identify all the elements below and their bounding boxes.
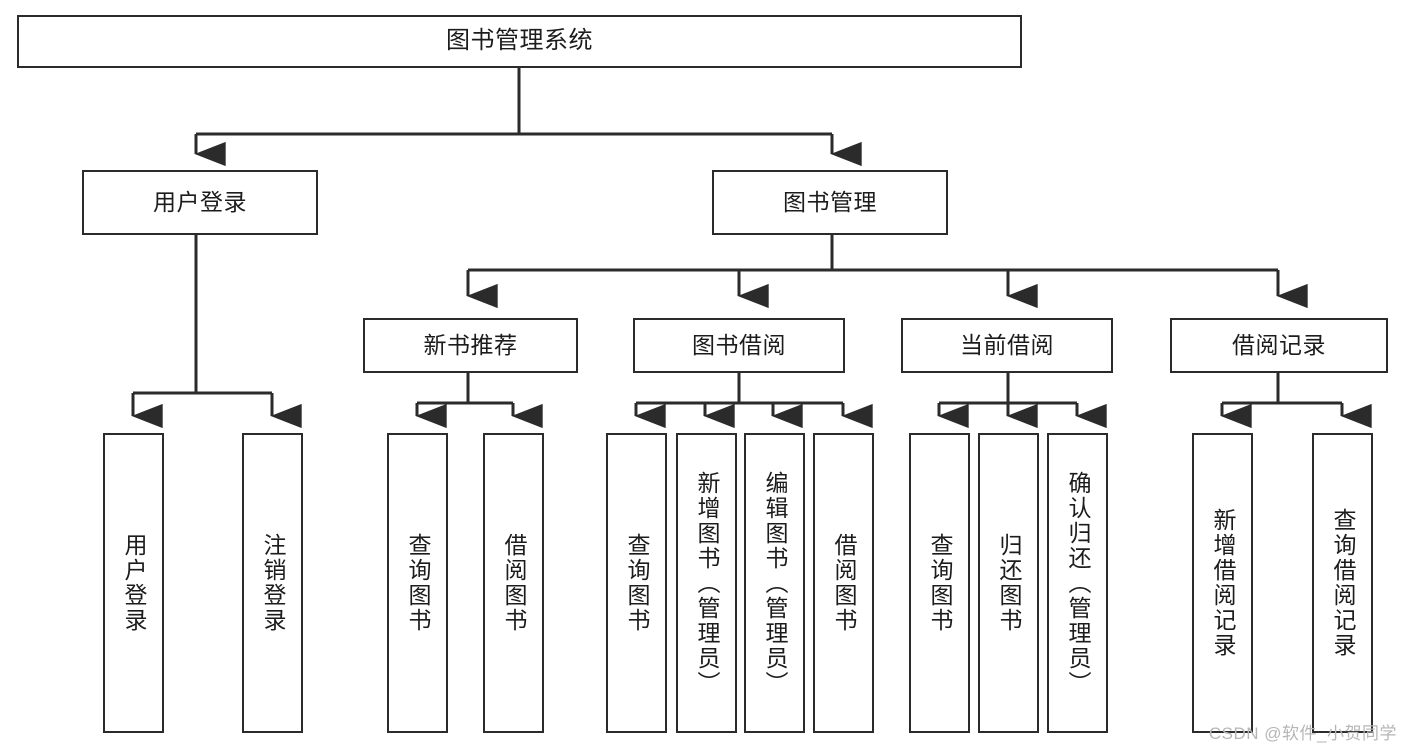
node-borrow-record[interactable]: 借阅记录 bbox=[1170, 318, 1388, 373]
node-label: 确认归还（管理员） bbox=[1065, 470, 1091, 696]
node-label: 借阅图书 bbox=[501, 533, 527, 633]
node-root-system[interactable]: 图书管理系统 bbox=[17, 15, 1022, 68]
node-user-login[interactable]: 用户登录 bbox=[82, 170, 318, 235]
node-label: 查询借阅记录 bbox=[1330, 508, 1356, 658]
node-label: 用户登录 bbox=[153, 188, 247, 215]
node-label: 当前借阅 bbox=[960, 331, 1054, 358]
leaf-user-login-logout[interactable]: 注销登录 bbox=[242, 433, 303, 733]
node-label: 图书管理 bbox=[783, 188, 877, 215]
node-book-borrow[interactable]: 图书借阅 bbox=[633, 318, 845, 373]
node-current-borrow[interactable]: 当前借阅 bbox=[901, 318, 1113, 373]
node-label: 编辑图书（管理员） bbox=[762, 470, 788, 696]
leaf-book-borrow-add[interactable]: 新增图书（管理员） bbox=[676, 433, 737, 733]
node-book-management[interactable]: 图书管理 bbox=[712, 170, 948, 235]
leaf-book-borrow-lend[interactable]: 借阅图书 bbox=[813, 433, 874, 733]
leaf-current-borrow-confirm[interactable]: 确认归还（管理员） bbox=[1047, 433, 1108, 733]
node-label: 借阅图书 bbox=[831, 533, 857, 633]
leaf-user-login-login[interactable]: 用户登录 bbox=[103, 433, 164, 733]
leaf-current-borrow-query[interactable]: 查询图书 bbox=[909, 433, 970, 733]
leaf-borrow-record-add[interactable]: 新增借阅记录 bbox=[1192, 433, 1253, 733]
node-label: 归还图书 bbox=[996, 533, 1022, 633]
node-label: 查询图书 bbox=[927, 533, 953, 633]
node-label: 图书借阅 bbox=[692, 331, 786, 358]
node-label: 查询图书 bbox=[405, 533, 431, 633]
csdn-watermark: CSDN @软件_小贺同学 bbox=[1208, 724, 1397, 743]
leaf-current-borrow-return[interactable]: 归还图书 bbox=[978, 433, 1039, 733]
leaf-new-book-borrow[interactable]: 借阅图书 bbox=[483, 433, 544, 733]
node-label: 借阅记录 bbox=[1232, 331, 1326, 358]
leaf-book-borrow-query[interactable]: 查询图书 bbox=[606, 433, 667, 733]
node-label: 注销登录 bbox=[260, 533, 286, 633]
node-label: 新书推荐 bbox=[423, 331, 518, 358]
node-label: 用户登录 bbox=[121, 533, 147, 633]
node-new-book-recommend[interactable]: 新书推荐 bbox=[363, 318, 578, 373]
node-label: 新增借阅记录 bbox=[1210, 508, 1236, 658]
leaf-new-book-query[interactable]: 查询图书 bbox=[387, 433, 448, 733]
node-label: 查询图书 bbox=[624, 533, 650, 633]
node-label: 图书管理系统 bbox=[446, 27, 593, 55]
node-label: 新增图书（管理员） bbox=[694, 470, 720, 696]
leaf-book-borrow-edit[interactable]: 编辑图书（管理员） bbox=[744, 433, 805, 733]
leaf-borrow-record-query[interactable]: 查询借阅记录 bbox=[1312, 433, 1373, 733]
